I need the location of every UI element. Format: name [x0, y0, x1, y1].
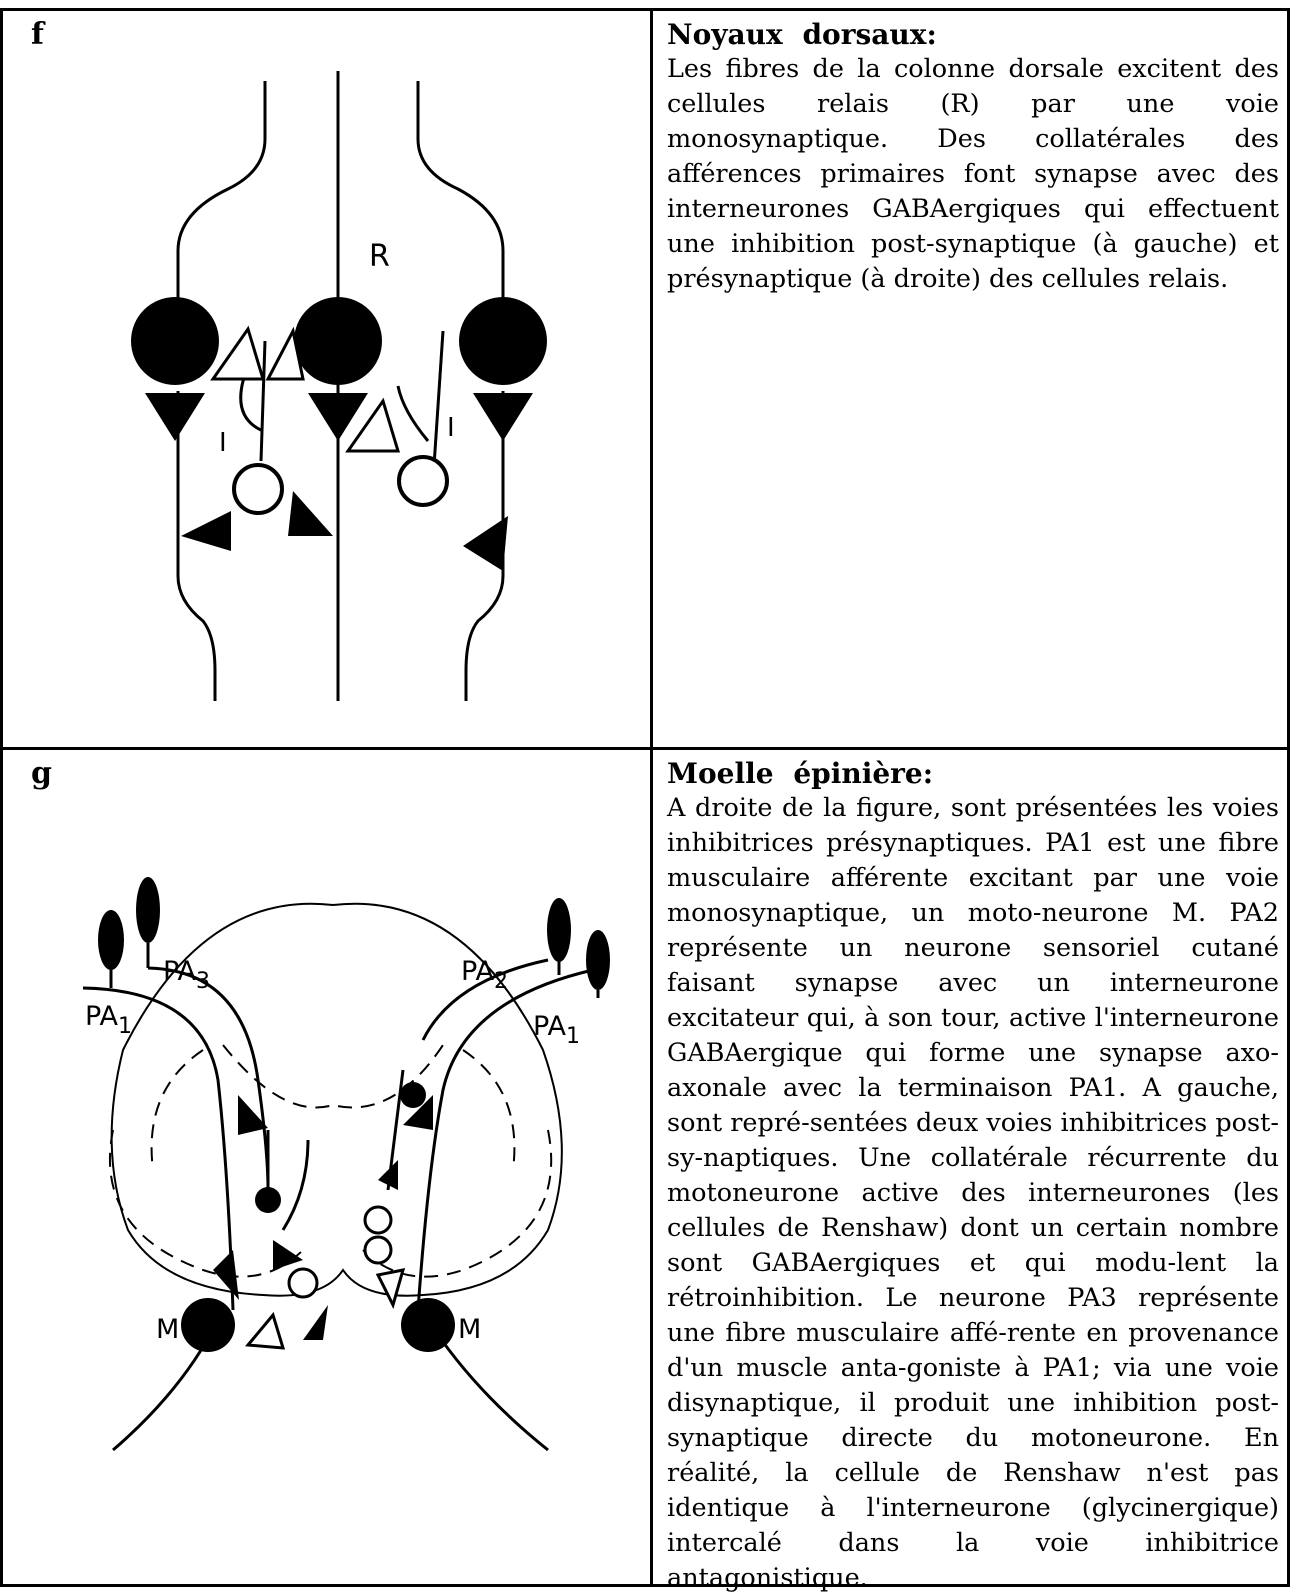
label-interneuron-left: I — [219, 428, 227, 458]
panel-f-text-cell: Noyaux dorsaux: Les fibres de la colonne… — [650, 8, 1290, 750]
panel-f-description: Les fibres de la colonne dorsale exciten… — [667, 52, 1279, 297]
interneuron-right — [399, 457, 447, 505]
label-m-right: M — [458, 1314, 481, 1345]
panel-g-text-cell: Moelle épinière: A droite de la figure, … — [650, 747, 1290, 1587]
label-m-left: M — [156, 1314, 179, 1345]
panel-g-diagram-cell: g — [0, 747, 653, 1587]
label-pa3: PA3 — [163, 956, 210, 994]
label-interneuron-right: I — [447, 413, 455, 443]
dorsal-nuclei-diagram: R I I — [3, 11, 650, 747]
relay-cell-center — [294, 297, 382, 385]
interneuron-left — [234, 465, 282, 513]
panel-g-heading: Moelle épinière: — [667, 756, 1279, 791]
motoneuron-left — [181, 1298, 235, 1352]
relay-cell-left — [131, 297, 219, 385]
relay-cell-right — [459, 297, 547, 385]
label-pa2: PA2 — [461, 956, 508, 994]
motoneuron-right — [401, 1298, 455, 1352]
panel-g-description: A droite de la figure, sont présentées l… — [667, 791, 1279, 1596]
panel-f-heading: Noyaux dorsaux: — [667, 17, 1279, 52]
label-relay: R — [369, 239, 390, 274]
spinal-cord-diagram: PA3 PA2 PA1 PA1 M M — [3, 750, 650, 1580]
label-pa1-left: PA1 — [85, 1001, 132, 1039]
panel-f-diagram-cell: f — [0, 8, 653, 750]
